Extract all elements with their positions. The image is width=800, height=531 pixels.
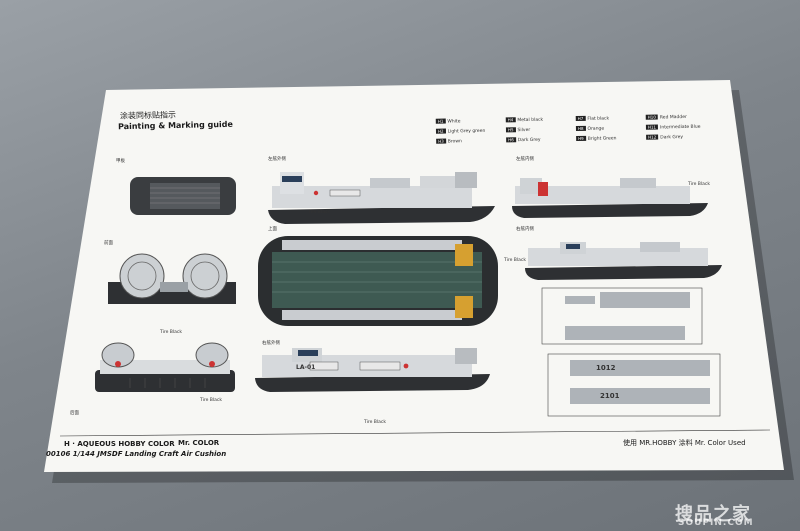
label-tire-black-4: Tire Black (160, 330, 182, 335)
front-view-drawing (108, 253, 236, 304)
decal-1012: 1012 (596, 364, 616, 372)
label-tire-black-5: Tire Black (200, 398, 222, 403)
deck-drawing (130, 177, 236, 215)
footer-color-used: 使用 MR.HOBBY 涂料 Mr. Color Used (623, 439, 746, 447)
label-front: 前面 (104, 241, 113, 246)
rear-view-drawing (95, 342, 235, 392)
label-deck: 甲板 (116, 159, 125, 164)
decal-2101: 2101 (600, 392, 620, 400)
left-outer-side-drawing (268, 172, 495, 224)
decal-panel-2 (547, 353, 721, 417)
label-left-outer: 左舷外侧 (268, 157, 286, 162)
label-tire-black-2: Tire Black (688, 182, 710, 187)
hull-number-decal: LA-01 (296, 364, 316, 371)
top-view-drawing (258, 236, 498, 326)
right-inner-side-drawing (525, 242, 722, 280)
title-chinese: 涂装同标贴指示 (119, 110, 177, 121)
footer-aqueous-color: H · AQUEOUS HOBBY COLOR (64, 440, 175, 448)
left-inner-side-drawing (512, 178, 708, 218)
footer-mr-color: Mr. COLOR (178, 439, 220, 447)
label-right-inner: 右舷内侧 (516, 227, 534, 232)
watermark-cn: 搜品之家 (675, 504, 751, 525)
right-outer-side-drawing (255, 348, 490, 392)
label-rear: 后面 (70, 411, 79, 416)
label-left-inner: 左舷内侧 (516, 157, 534, 162)
footer-product-title: 00106 1/144 JMSDF Landing Craft Air Cush… (46, 450, 227, 458)
label-tire-black-1: Tire Black (308, 210, 330, 215)
label-tire-black-3: Tire Black (504, 258, 526, 263)
label-right-outer: 右舷外侧 (262, 341, 280, 346)
label-tire-black-6: Tire Black (364, 420, 386, 425)
decal-panel-1 (541, 287, 703, 345)
watermark-en: SOUPIN.COM (678, 518, 754, 528)
label-top: 上面 (268, 227, 277, 232)
